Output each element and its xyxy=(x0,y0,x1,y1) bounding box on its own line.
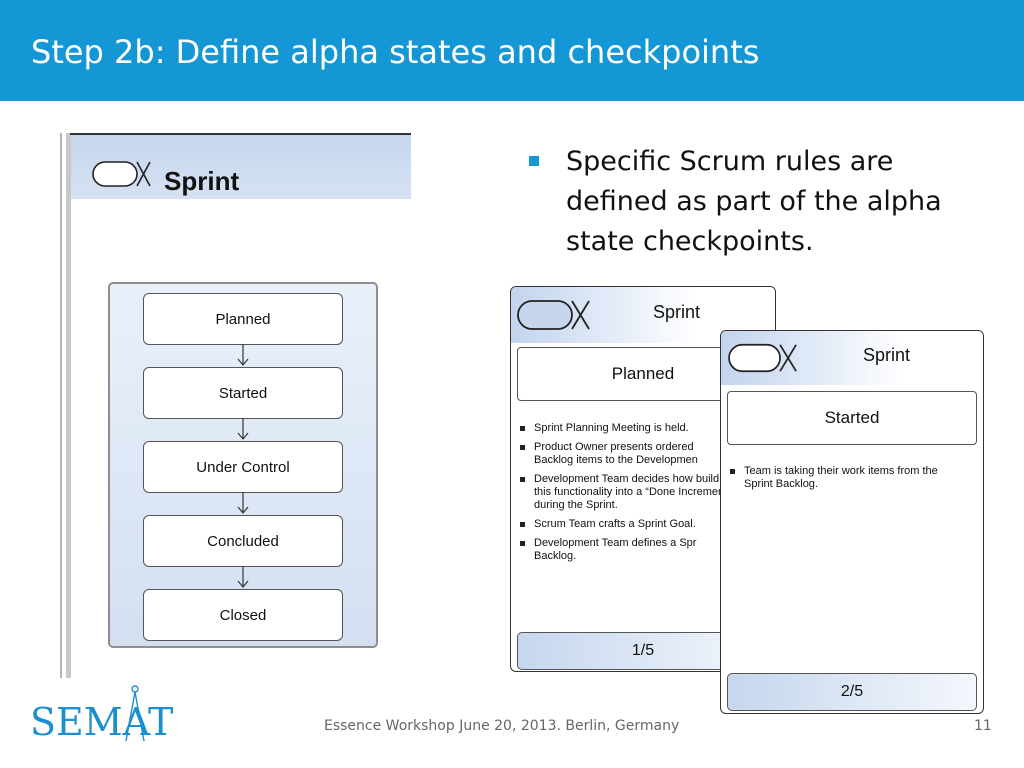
state-box: Closed xyxy=(143,589,343,641)
alpha-state-card-started: Sprint Started Team is taking their work… xyxy=(720,330,984,714)
alpha-icon xyxy=(728,343,797,373)
checkpoint-item: Product Owner presents ordered Backlog i… xyxy=(519,441,729,467)
arrow-down-icon xyxy=(237,418,249,440)
panel-border xyxy=(60,133,62,678)
checkpoint-item: Development Team defines a Spr Backlog. xyxy=(519,537,729,563)
slide-title: Step 2b: Define alpha states and checkpo… xyxy=(31,33,760,71)
panel-border xyxy=(66,133,71,678)
state-box: Under Control xyxy=(143,441,343,493)
alpha-name: Sprint xyxy=(164,166,240,196)
card-alpha-name: Sprint xyxy=(653,302,701,322)
slide-header: Step 2b: Define alpha states and checkpo… xyxy=(0,0,1024,101)
arrow-down-icon xyxy=(237,492,249,514)
checkpoint-item: Team is taking their work items from the… xyxy=(729,465,969,491)
alpha-icon xyxy=(517,300,590,330)
state-box: Concluded xyxy=(143,515,343,567)
checkpoint-list: Sprint Planning Meeting is held. Product… xyxy=(519,422,729,569)
checkpoint-item: Development Team decides how build this … xyxy=(519,473,729,512)
arrow-down-icon xyxy=(237,566,249,588)
card-counter: 2/5 xyxy=(727,673,977,711)
card-alpha-name: Sprint xyxy=(863,345,911,365)
state-box: Started xyxy=(143,367,343,419)
bullet-text: Specific Scrum rules are defined as part… xyxy=(566,146,942,257)
card-state-name: Started xyxy=(727,391,977,445)
svg-text:SEMAT: SEMAT xyxy=(30,700,173,744)
panel-border xyxy=(70,133,411,135)
checkpoint-item: Sprint Planning Meeting is held. xyxy=(519,422,729,435)
bullet-square-icon xyxy=(529,156,539,166)
checkpoint-list: Team is taking their work items from the… xyxy=(729,465,969,497)
state-box: Planned xyxy=(143,293,343,345)
arrow-down-icon xyxy=(237,344,249,366)
checkpoint-item: Scrum Team crafts a Sprint Goal. xyxy=(519,518,729,531)
alpha-icon xyxy=(92,161,151,187)
footer-event-text: Essence Workshop June 20, 2013. Berlin, … xyxy=(324,718,680,734)
page-number: 11 xyxy=(974,718,992,734)
semat-logo: SEMAT xyxy=(30,685,173,744)
